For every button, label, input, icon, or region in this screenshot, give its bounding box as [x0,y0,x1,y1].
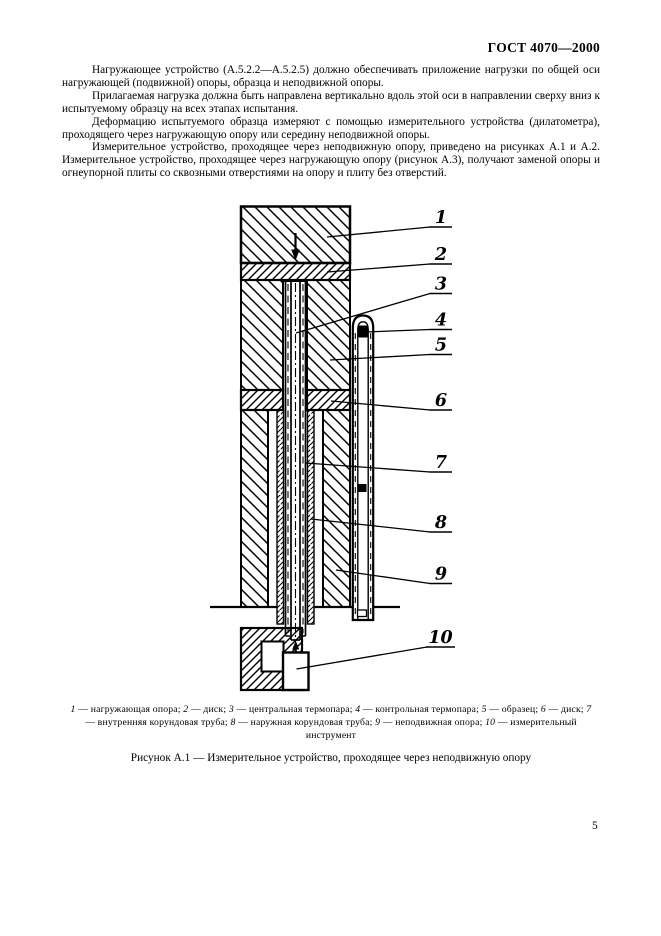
lower-disk [239,388,352,412]
callout-1: 1 [326,208,452,238]
callout-4: 4 [364,311,452,333]
svg-text:3: 3 [435,275,447,295]
callout-2: 2 [326,245,452,273]
measuring-instrument [281,651,310,692]
callout-10: 10 [296,628,455,670]
svg-text:9: 9 [435,565,447,585]
callout-7: 7 [305,453,452,473]
outer-corundum-tube [276,409,315,625]
callouts: 1 2 3 4 5 [295,208,455,670]
figure-title: Рисунок А.1 — Измерительное устройство, … [130,752,532,764]
paragraph: Деформацию испытуемого образца измеряют … [62,115,600,141]
inner-corundum-tube [283,280,308,637]
central-thermocouple [290,281,301,644]
svg-text:7: 7 [435,453,447,473]
standard-number: ГОСТ 4070—2000 [487,40,600,55]
callout-6: 6 [330,391,452,411]
svg-text:6: 6 [435,391,447,411]
svg-text:2: 2 [434,245,447,265]
svg-text:5: 5 [435,336,447,356]
paragraph: Нагружающее устройство (А.5.2.2—А.5.2.5)… [62,64,600,89]
svg-text:4: 4 [435,311,447,331]
paragraph: Измерительное устройство, проходящее чер… [62,141,600,180]
paragraph: Прилагаемая нагрузка должна быть направл… [62,89,600,115]
svg-text:1: 1 [435,208,447,228]
callout-5: 5 [329,336,452,361]
fixed-support-block [240,409,351,608]
callout-8: 8 [310,513,452,533]
page-number: 5 [592,820,598,832]
callout-9: 9 [335,565,452,585]
figure-caption: 1 — нагружающая опора; 2 — диск; 3 — цен… [70,704,592,742]
callout-3: 3 [295,275,452,334]
measure-arrow-icon [292,640,300,654]
body-text: Нагружающее устройство (А.5.2.2—А.5.2.5)… [62,64,600,180]
thermocouple-junction [358,325,368,338]
svg-text:10: 10 [428,628,452,648]
svg-text:8: 8 [434,513,447,533]
figure-diagram: 1 2 3 4 5 [210,205,455,692]
load-arrow-icon [291,233,300,261]
